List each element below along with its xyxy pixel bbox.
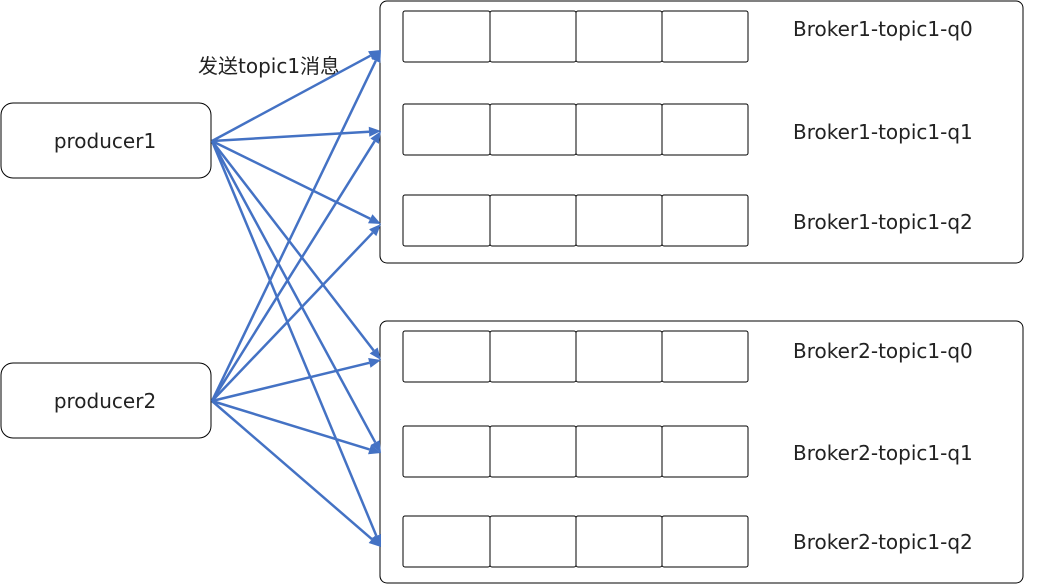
queue-slot: [661, 330, 749, 383]
queue-slot: [575, 103, 663, 156]
arrow-p1-to-b2q2: [210, 140, 382, 547]
queue-label-broker2-q1: Broker2-topic1-q1: [793, 441, 973, 465]
queue-slot: [661, 515, 749, 568]
arrow-line: [211, 130, 370, 143]
arrow-p2-to-b2q1: [211, 399, 381, 455]
queue-slot: [489, 194, 577, 247]
producer1-box: [0, 102, 212, 179]
producer2-label: producer2: [54, 389, 156, 413]
arrow-p1-to-b2q1: [210, 140, 381, 453]
queue-row-b2q0: [402, 330, 749, 383]
arrow-head: [370, 440, 381, 453]
arrow-head: [368, 214, 381, 224]
arrow-head: [368, 50, 381, 61]
producer1-label: producer1: [54, 129, 156, 153]
arrow-line: [211, 139, 371, 220]
arrow-p1-to-b1q2: [211, 139, 381, 224]
send-message-label: 发送topic1消息: [198, 54, 340, 78]
queue-row-b2q1: [402, 425, 749, 478]
queue-label-broker2-q0: Broker2-topic1-q0: [793, 339, 973, 363]
queue-slot: [661, 103, 749, 156]
arrow-p1-to-b1q0: [211, 50, 381, 143]
arrow-p2-to-b2q0: [211, 357, 381, 403]
arrow-line: [211, 361, 370, 403]
arrow-p2-to-b1q2: [211, 224, 381, 402]
arrow-line: [210, 140, 376, 402]
arrow-line: [210, 60, 377, 402]
queue-slot: [402, 194, 491, 247]
arrow-line: [211, 231, 374, 402]
queue-slot: [489, 103, 577, 156]
arrow-p1-to-b2q0: [211, 140, 381, 360]
queue-slot: [661, 10, 749, 63]
queue-slot: [402, 515, 491, 568]
queue-slot: [575, 10, 663, 63]
message-arrows: [210, 50, 382, 547]
arrow-p2-to-b1q0: [210, 50, 381, 402]
arrow-head: [368, 357, 381, 368]
queue-slot: [661, 194, 749, 247]
queue-row-b1q1: [402, 103, 749, 156]
queue-slot: [575, 330, 663, 383]
arrow-p2-to-b1q1: [210, 131, 381, 402]
arrow-line: [211, 399, 370, 451]
arrow-head: [369, 224, 381, 237]
queue-slots: [402, 10, 749, 568]
queue-slot: [402, 103, 491, 156]
queue-slot: [402, 330, 491, 383]
arrow-p1-to-b1q1: [211, 126, 381, 143]
arrow-p2-to-b2q2: [211, 400, 381, 547]
arrow-line: [211, 140, 375, 352]
queue-row-b1q0: [402, 10, 749, 63]
queue-slot: [489, 10, 577, 63]
queue-slot: [402, 425, 491, 478]
arrow-head: [368, 535, 381, 547]
queue-slot: [575, 194, 663, 247]
queue-row-b1q2: [402, 194, 749, 247]
queue-label-broker2-q2: Broker2-topic1-q2: [793, 530, 973, 554]
queue-row-b2q2: [402, 515, 749, 568]
arrow-line: [211, 54, 372, 143]
arrow-head: [368, 444, 381, 455]
arrow-head: [371, 50, 381, 63]
queue-slot: [402, 10, 491, 63]
queue-label-broker1-q1: Broker1-topic1-q1: [793, 120, 973, 144]
arrow-head: [370, 131, 381, 144]
arrow-head: [369, 347, 381, 360]
queue-slot: [575, 515, 663, 568]
arrow-head: [368, 126, 381, 137]
queue-slot: [489, 330, 577, 383]
queue-slot: [575, 425, 663, 478]
queue-slot: [661, 425, 749, 478]
queue-label-broker1-q0: Broker1-topic1-q0: [793, 17, 973, 41]
queue-slot: [489, 515, 577, 568]
arrow-line: [210, 140, 378, 537]
queue-slot: [489, 425, 577, 478]
queue-label-broker1-q2: Broker1-topic1-q2: [793, 210, 973, 234]
arrow-line: [211, 400, 373, 541]
arrow-line: [210, 140, 377, 444]
